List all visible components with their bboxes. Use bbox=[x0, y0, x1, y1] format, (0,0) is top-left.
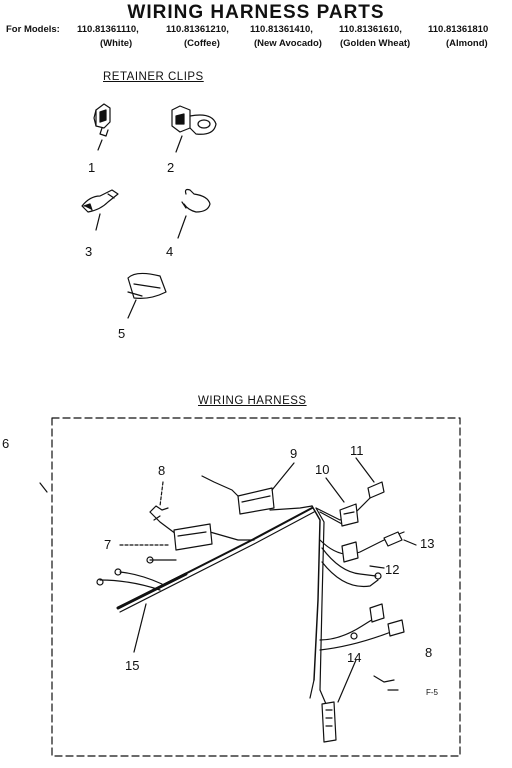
callout-6: 6 bbox=[2, 436, 10, 451]
leader-11 bbox=[356, 458, 374, 482]
callout-arrow-1 bbox=[98, 140, 102, 150]
callout-15: 15 bbox=[125, 658, 140, 673]
corner-mark: F-5 bbox=[426, 688, 438, 697]
callout-8-top: 8 bbox=[158, 463, 166, 478]
retainer-clip-1 bbox=[94, 104, 110, 136]
callout-12: 12 bbox=[385, 562, 400, 577]
leader-12 bbox=[370, 566, 384, 568]
retainer-clip-2 bbox=[172, 106, 216, 134]
connector-9 bbox=[238, 488, 274, 514]
connector-lower-13 bbox=[342, 532, 402, 562]
model-number-5: 110.81361810 bbox=[428, 24, 489, 35]
model-number-4: 110.81361610, bbox=[339, 24, 402, 35]
callout-4: 4 bbox=[166, 244, 174, 259]
callout-9: 9 bbox=[290, 446, 298, 461]
item-8-lead-top bbox=[150, 506, 168, 520]
model-color-2: (Coffee) bbox=[184, 38, 220, 49]
callout-10: 10 bbox=[315, 462, 330, 477]
model-number-3: 110.81361410, bbox=[250, 24, 313, 35]
ring-terminals bbox=[97, 557, 381, 639]
model-color-5: (Almond) bbox=[446, 38, 488, 49]
retainer-clip-4 bbox=[182, 190, 210, 213]
retainer-clip-5 bbox=[128, 273, 166, 298]
leader-10 bbox=[326, 478, 344, 502]
connector-10 bbox=[340, 504, 358, 526]
plug-connector-right bbox=[370, 604, 404, 636]
wiring-harness-heading: WIRING HARNESS bbox=[198, 395, 307, 407]
callout-11: 11 bbox=[350, 443, 364, 458]
callout-arrow-3 bbox=[96, 214, 100, 230]
callout-1: 1 bbox=[88, 160, 96, 175]
connector-7 bbox=[174, 524, 212, 550]
harness-enclosure bbox=[52, 418, 460, 756]
retainer-clips-heading: RETAINER CLIPS bbox=[103, 71, 204, 83]
leader-13 bbox=[404, 540, 416, 545]
harness-pointer bbox=[40, 483, 47, 492]
connector-11 bbox=[368, 482, 384, 498]
callout-3: 3 bbox=[85, 244, 93, 259]
leader-14 bbox=[338, 660, 356, 702]
callout-13: 13 bbox=[420, 536, 435, 551]
model-color-4: (Golden Wheat) bbox=[340, 38, 411, 49]
leader-9 bbox=[272, 463, 294, 490]
callout-8-bottom: 8 bbox=[425, 645, 433, 660]
callout-5: 5 bbox=[118, 326, 126, 341]
page-title: WIRING HARNESS PARTS bbox=[127, 2, 385, 23]
wire-15 bbox=[118, 574, 186, 608]
item-8-lead-bottom bbox=[374, 676, 398, 690]
callout-arrow-4 bbox=[178, 216, 186, 238]
leader-15 bbox=[134, 604, 146, 652]
callout-14: 14 bbox=[347, 650, 362, 665]
callout-arrow-2 bbox=[176, 136, 182, 152]
models-prefix: For Models: bbox=[6, 24, 60, 35]
leader-8 bbox=[160, 482, 163, 506]
model-color-3: (New Avocado) bbox=[254, 38, 322, 49]
model-number-1: 110.81361110, bbox=[77, 24, 139, 35]
callout-2: 2 bbox=[167, 160, 175, 175]
callout-7: 7 bbox=[104, 537, 112, 552]
callout-arrow-5 bbox=[128, 300, 136, 318]
model-color-1: (White) bbox=[100, 38, 133, 49]
terminal-14 bbox=[322, 702, 336, 742]
retainer-clip-3 bbox=[82, 190, 118, 212]
model-number-2: 110.81361210, bbox=[166, 24, 229, 35]
